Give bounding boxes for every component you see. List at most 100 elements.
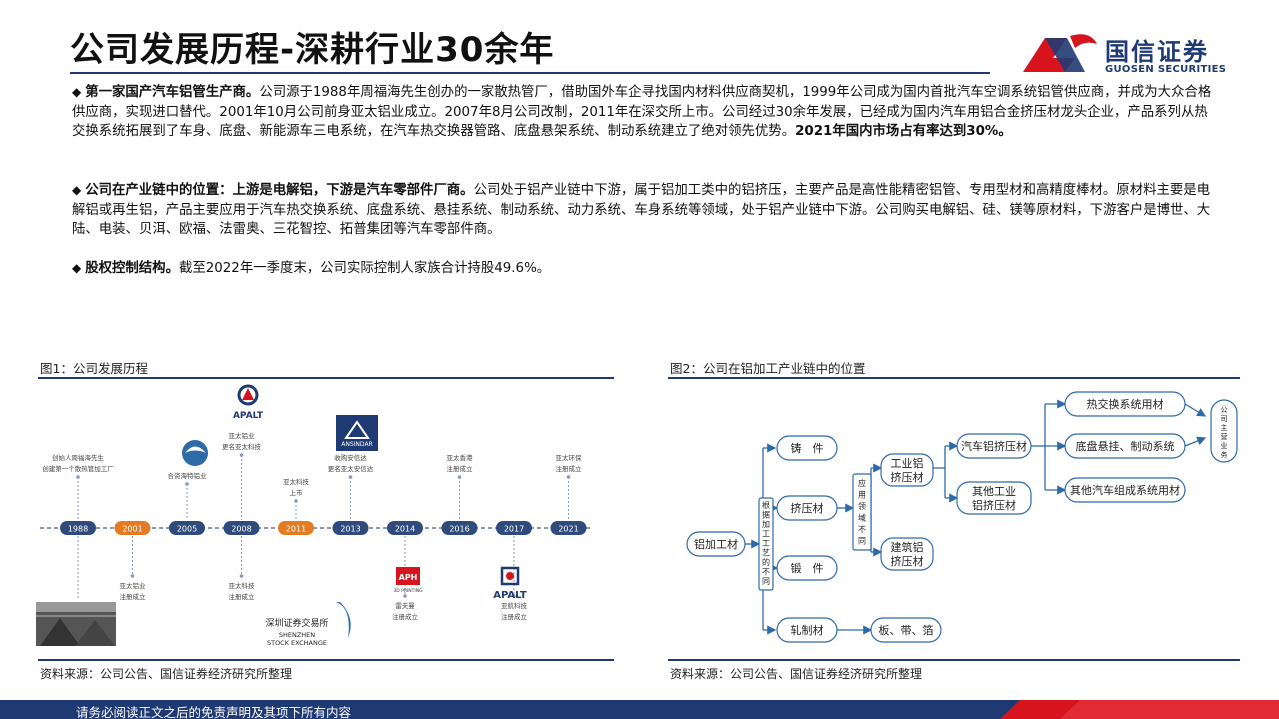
timeline-event-text: 上市 [290,488,304,497]
auto-extrusion-text: 汽车铝挤压材 [961,439,1027,453]
timeline-node-2014: 2014 [387,521,423,535]
haite-logo [182,440,208,466]
diamond-bullet-icon: ◆ [72,85,82,99]
szse-en1: SHENZHEN [279,631,315,639]
building-text-2: 挤压材 [891,554,924,568]
vertical-label-char: 用 [858,491,866,500]
aph-text: APH [399,573,418,582]
apalt-text: APALT [493,590,527,601]
method-text: 铸 件 [791,441,824,455]
timeline-event-text: 亚太铝业 [120,581,147,590]
product-text: 热交换系统用材 [1087,397,1164,411]
method-label-box [758,497,774,591]
rolled-output-text: 板、带、箔 [879,623,934,637]
timeline-node-2008: 2008 [223,521,260,535]
diamond-bullet-icon: ◆ [72,261,82,275]
vertical-label-char: 不 [762,568,770,577]
industrial-text-2: 挤压材 [891,470,924,484]
diamond-bullet-icon: ◆ [72,183,82,197]
paragraph-body: 公司处于铝产业链中下游，属于铝加工类中的铝挤压，主要产品是高性能精密铝管、专用型… [72,183,1211,237]
vertical-label-char: 业 [1221,441,1228,450]
figure1-title: 图1：公司发展历程 [40,361,148,376]
figure1-bottom-rule [38,659,614,661]
timeline-year-label: 2011 [286,525,306,534]
timeline-event-text: 亚太科技 [229,581,256,590]
timeline-year-label: 2016 [449,525,469,534]
apalt-text: APALT [233,411,264,421]
vertical-label-char: 公 [1221,406,1228,414]
vertical-label-char: 同 [762,577,770,586]
usage-label-box [852,473,872,551]
timeline-event-text: 合资海特铝业 [168,471,208,480]
timeline-event-top-2005: 合资海特铝业 [168,471,208,520]
footer-accent-icon [1000,700,1279,719]
timeline-event-text: 亚太环保 [556,453,583,462]
rolled-output-box [870,617,942,643]
other-industrial-text-2: 铝挤压材 [972,498,1016,512]
timeline-year-label: 2021 [558,525,578,534]
ansindar-text: ANSINDAR [341,441,372,448]
timeline-node-2013: 2013 [332,521,369,535]
product-box-heat [1064,391,1186,417]
paragraph-tail: 2021年国内市场占有率达到30%。 [795,124,1012,139]
timeline-event-text: 亚太香港 [447,453,474,462]
footer-disclaimer: 请务必阅读正文之后的免责声明及其项下所有内容 [76,705,352,719]
method-box-extrusion [776,495,838,521]
timeline-year-label: 2017 [504,525,524,534]
logo-english-name: GUOSEN SECURITIES [1105,64,1227,75]
vertical-label-char: 应 [858,478,866,488]
method-box-casting [776,435,838,461]
timeline-node-2021: 2021 [550,521,587,535]
paragraph-lead: 股权控制结构。 [85,261,179,276]
timeline-event-text: 注册成立 [120,592,147,601]
method-box-rolled [776,617,838,643]
ansindar-logo: ANSINDAR [336,415,378,451]
timeline-year-label: 2005 [177,525,197,534]
figure2-title: 图2：公司在铝加工产业链中的位置 [670,361,866,376]
aph-subtext: 3D PRINTING [393,588,423,594]
timeline-event-text: 更名亚太安信达 [328,464,374,473]
vertical-label-char: 加 [762,519,770,529]
paragraph-company-history: ◆第一家国产汽车铝管生产商。公司源于1988年周福海先生创办的一家散热管厂，借助… [72,83,1212,142]
auto-extrusion-box [956,433,1032,459]
timeline-event-text: 亚航科技 [501,601,528,610]
szse-en2: STOCK EXCHANGE [267,639,327,647]
method-text: 挤压材 [791,501,824,515]
timeline-event-text: 注册成立 [556,464,583,473]
other-industrial-text-1: 其他工业 [972,485,1016,498]
vertical-label-char: 根 [762,500,770,510]
apalt-logo-top: APALT [233,384,264,421]
paragraph-lead: 公司在产业链中的位置：上游是电解铝，下游是汽车零部件厂商。 [85,183,474,198]
vertical-label-char: 司 [1221,415,1228,423]
factory-photo [36,602,116,646]
timeline-event-text: 收购安信达 [334,453,367,462]
paragraph-shareholding: ◆股权控制结构。截至2022年一季度末，公司实际控制人家族合计持股49.6%。 [72,259,1212,279]
timeline-event-text: 雷夫曼 [395,601,415,610]
product-box-chassis [1064,433,1186,459]
timeline-event-text: 亚太科技 [283,477,310,486]
vertical-label-char: 据 [762,510,770,520]
vertical-label-char: 务 [1221,450,1228,459]
timeline-event-text: 更名亚太科技 [222,442,262,451]
szse-cn: 深圳证券交易所 [265,617,328,629]
timeline-event-text: 创建第一个散热管加工厂 [42,464,114,473]
other-industrial-box [956,481,1032,515]
timeline-node-2017: 2017 [496,521,532,535]
figure2-top-rule [668,377,1240,379]
vertical-label-char: 工 [762,530,770,539]
title-divider [70,72,990,74]
paragraph-body: 公司源于1988年周福海先生创办的一家散热管厂，借助国外车企寻找国内材料供应商契… [72,85,1212,139]
footer-bar [0,700,1279,719]
figure1-source: 资料来源：公司公告、国信证券经济研究所整理 [40,667,293,681]
timeline-node-2001: 2001 [114,521,151,535]
paragraph-body: 截至2022年一季度末，公司实际控制人家族合计持股49.6%。 [178,261,551,276]
page-title: 公司发展历程-深耕行业30余年 [70,30,555,70]
timeline-year-label: 2001 [122,525,142,534]
timeline-year-label: 2008 [231,525,251,534]
